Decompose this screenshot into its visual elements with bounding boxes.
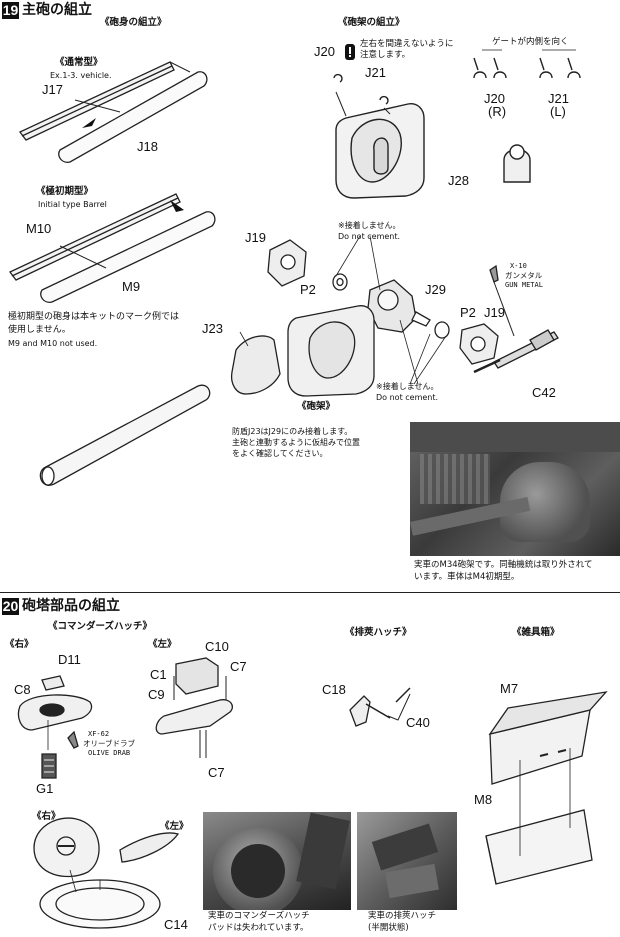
part-label-c14: C14 (164, 917, 188, 932)
part-label-j19-second: J19 (484, 305, 505, 320)
right-heading-2: 《右》 (32, 811, 61, 822)
initial-type-en: Initial type Barrel (38, 200, 107, 209)
paint-name-en: GUN METAL (505, 281, 543, 289)
part-label-j19: J19 (245, 230, 266, 245)
part-label-c7-second: C7 (208, 765, 225, 780)
standard-type-heading: 《通常型》 (55, 57, 103, 68)
paint-name-jp: ガンメタル (505, 271, 543, 280)
part-label-j28: J28 (448, 173, 469, 188)
part-label-c9: C9 (148, 687, 165, 702)
photo1-caption-line-1: 実車のコマンダーズハッチ (208, 911, 310, 921)
initial-note-en: M9 and M10 not used. (8, 339, 98, 348)
gun-mount-photo-caption: 実車のM34砲架です。同軸機銃は取り外されて います。車体はM4初期型。 (410, 556, 620, 586)
part-label-c7: C7 (230, 659, 247, 674)
mount-section-heading: 《砲架の組立》 (338, 17, 405, 28)
part-label-p2: P2 (300, 282, 316, 297)
paint-code-xf62: XF-62 (88, 730, 110, 738)
lr-note-1: 左右を間違えないように (360, 39, 454, 49)
part-label-j17: J17 (42, 82, 63, 97)
cement-note-1: 防盾J23はJ29にのみ接着します。 (232, 427, 353, 436)
commander-hatch-heading: 《コマンダーズハッチ》 (48, 621, 153, 632)
part-label-j18: J18 (137, 139, 158, 154)
photo2-caption-line-1: 実車の排莢ハッチ (368, 911, 437, 921)
part-label-m7: M7 (500, 681, 519, 696)
left-heading-2: 《左》 (160, 821, 189, 832)
commander-hatch-photo-caption: 実車のコマンダーズハッチ パッドは失われています。 (208, 910, 356, 937)
stowage-box-heading: 《雑具箱》 (512, 627, 560, 638)
paint-code-x10: X-10 (510, 262, 527, 270)
photo-caption-line-2: います。車体はM4初期型。 (414, 572, 520, 582)
part-label-c42: C42 (532, 385, 556, 400)
part-label-j23: J23 (202, 321, 223, 336)
right-label: (R) (488, 104, 507, 119)
standard-vehicles: Ex.1-3. vehicle. (50, 71, 112, 80)
part-label-d11: D11 (58, 652, 81, 667)
part-label-j29: J29 (425, 282, 446, 297)
part-label-c10: C10 (205, 639, 229, 654)
part-label-c1: C1 (150, 667, 167, 682)
commander-hatch-photo (203, 812, 351, 910)
part-label-j20-right: J20 (484, 91, 505, 106)
part-label-p2-second: P2 (460, 305, 476, 320)
initial-type-heading: 《極初期型》 (36, 186, 94, 197)
photo1-caption-line-2: パッドは失われています。 (208, 923, 309, 933)
no-cement-en: Do not cement. (338, 232, 401, 241)
right-heading-1: 《右》 (5, 639, 34, 650)
lr-note-2: 注意します。 (360, 50, 411, 60)
no-cement-jp: ※接着しません。 (338, 221, 401, 230)
left-label: (L) (550, 104, 566, 119)
gate-note: ゲートが内側を向く (492, 37, 569, 47)
part-label-c8: C8 (14, 682, 31, 697)
step-20-title: 砲塔部品の組立 (22, 598, 120, 614)
barrel-section-heading: 《砲身の組立》 (100, 17, 167, 28)
photo-caption-line-1: 実車のM34砲架です。同軸機銃は取り外されて (414, 560, 593, 570)
paint-name-jp-olive: オリーブドラブ (83, 739, 136, 748)
part-label-m9: M9 (122, 279, 141, 294)
no-cement-jp-2: ※接着しません。 (376, 382, 439, 391)
part-label-c18: C18 (322, 682, 346, 697)
paint-name-en-olive: OLIVE DRAB (88, 749, 131, 757)
vent-hatch-photo-caption: 実車の排莢ハッチ (半開状態) (368, 910, 468, 937)
left-heading-1: 《左》 (148, 639, 177, 650)
step-19-title: 主砲の組立 (22, 2, 92, 18)
vent-hatch-heading: 《排莢ハッチ》 (345, 627, 412, 638)
cement-note-3: をよく確認してください。 (232, 449, 328, 458)
part-label-m10: M10 (26, 221, 52, 236)
photo2-caption-line-2: (半開状態) (368, 923, 409, 933)
part-label-j20: J20 (314, 44, 335, 59)
vent-hatch-photo (357, 812, 457, 910)
part-label-m8: M8 (474, 792, 493, 807)
no-cement-en-2: Do not cement. (376, 393, 439, 402)
mantlet-heading: 《砲架》 (297, 401, 336, 412)
part-label-j21: J21 (365, 65, 386, 80)
initial-note-jp-1: 極初期型の砲身は本キットのマーク例では (8, 312, 180, 322)
cement-note-2: 主砲と連動するように仮組みで位置 (232, 438, 360, 447)
warning-icon (345, 44, 355, 60)
part-label-c40: C40 (406, 715, 430, 730)
part-label-g1: G1 (36, 781, 54, 796)
step-19-number: 19 (2, 2, 19, 19)
step-20-number: 20 (2, 598, 19, 615)
section-divider (0, 592, 620, 593)
initial-note-jp-2: 使用しません。 (8, 325, 71, 335)
gun-mount-photo (410, 422, 620, 556)
part-label-j21-left: J21 (548, 91, 569, 106)
